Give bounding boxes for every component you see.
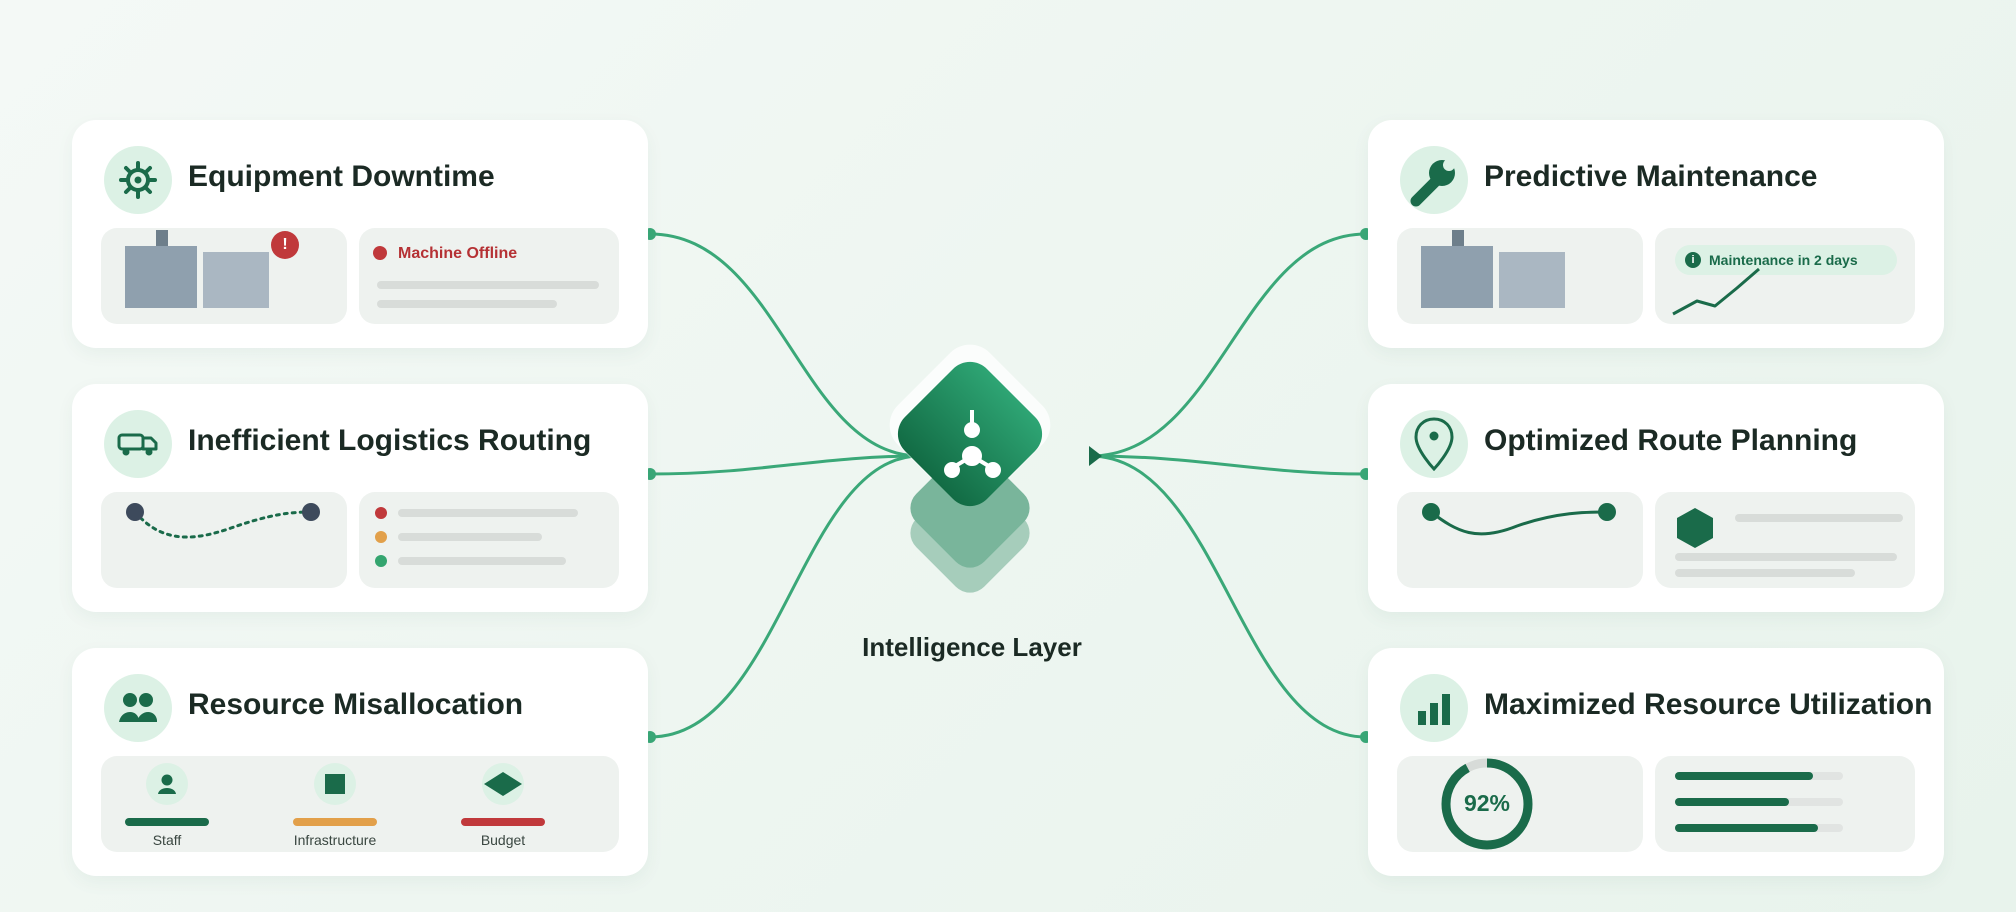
progress-bar xyxy=(1675,798,1843,806)
resource-label: Infrastructure xyxy=(293,832,377,848)
factory-building xyxy=(125,246,197,308)
progress-fill xyxy=(1675,798,1790,806)
card-title: Predictive Maintenance xyxy=(1484,160,1818,193)
status-list-panel xyxy=(359,492,619,588)
progress-fill xyxy=(1675,824,1818,832)
solution-card-route-planning[interactable]: Optimized Route Planning xyxy=(1368,384,1944,612)
factory-panel: ! xyxy=(101,228,347,324)
placeholder-line xyxy=(398,533,542,541)
person-icon xyxy=(146,763,188,805)
resource-bar-staff xyxy=(125,818,209,826)
link-route-planning xyxy=(1089,454,1367,476)
card-title: Maximized Resource Utilization xyxy=(1484,688,1933,721)
problem-card-resource-misallocation[interactable]: Resource Misallocation Staff Infrastruct… xyxy=(72,648,648,876)
network-icon xyxy=(944,410,1001,478)
status-dot-orange xyxy=(375,531,387,543)
progress-bar xyxy=(1675,824,1843,832)
placeholder-line xyxy=(1675,553,1897,561)
factory-building xyxy=(1499,252,1565,308)
resource-label: Budget xyxy=(480,832,526,848)
maintenance-badge: i Maintenance in 2 days xyxy=(1675,245,1897,275)
hub-label: Intelligence Layer xyxy=(862,632,1082,662)
status-dot-red xyxy=(375,507,387,519)
status-panel: Machine Offline xyxy=(359,228,619,324)
utilization-value: 92% xyxy=(1463,790,1511,816)
info-icon: i xyxy=(1685,252,1701,268)
status-dot-green xyxy=(375,555,387,567)
people-icon xyxy=(104,674,172,742)
progress-fill xyxy=(1675,772,1813,780)
alert-badge: ! xyxy=(271,231,299,259)
inefficient-route xyxy=(126,503,320,539)
trend-line xyxy=(1672,267,1760,316)
card-title: Equipment Downtime xyxy=(188,160,495,193)
utilization-panel: 92% xyxy=(1397,756,1643,852)
optimized-route xyxy=(1422,503,1616,536)
badge-text: Maintenance in 2 days xyxy=(1709,252,1858,268)
route-details-panel xyxy=(1655,492,1915,588)
placeholder-line xyxy=(1735,514,1903,522)
wrench-icon xyxy=(1400,146,1468,214)
placeholder-line xyxy=(398,509,578,517)
status-text: Machine Offline xyxy=(398,245,518,262)
status-dot xyxy=(373,246,387,260)
link-logistics-routing xyxy=(649,454,921,476)
resource-bar-budget xyxy=(461,818,545,826)
route-panel xyxy=(101,492,347,588)
factory-panel xyxy=(1397,228,1643,324)
factory-building xyxy=(1421,246,1493,308)
placeholder-line xyxy=(1675,569,1855,577)
card-title: Optimized Route Planning xyxy=(1484,424,1858,457)
factory-building xyxy=(203,252,269,308)
progress-bar xyxy=(1675,772,1843,780)
solution-card-predictive-maintenance[interactable]: Predictive Maintenance i Maintenance in … xyxy=(1368,120,1944,348)
resources-panel: Staff Infrastructure Budget xyxy=(101,756,619,852)
problem-card-logistics-routing[interactable]: Inefficient Logistics Routing xyxy=(72,384,648,612)
solution-card-resource-utilization[interactable]: Maximized Resource Utilization 92% xyxy=(1368,648,1944,876)
gear-icon xyxy=(104,146,172,214)
forecast-panel: i Maintenance in 2 days xyxy=(1655,228,1915,324)
link-predictive-maintenance xyxy=(1089,232,1367,458)
link-equipment-downtime xyxy=(649,232,921,458)
placeholder-line xyxy=(377,300,557,308)
bar-chart-icon xyxy=(1400,674,1468,742)
diamond-icon xyxy=(482,763,524,805)
intelligence-hub xyxy=(889,344,1051,593)
square-icon xyxy=(314,763,356,805)
truck-icon xyxy=(104,410,172,478)
resource-label: Staff xyxy=(152,832,182,848)
placeholder-line xyxy=(398,557,566,565)
utilization-bars-panel xyxy=(1655,756,1915,852)
resource-bar-infrastructure xyxy=(293,818,377,826)
card-title: Resource Misallocation xyxy=(188,688,524,721)
link-resource-utilization xyxy=(1089,454,1367,739)
problem-card-equipment-downtime[interactable]: Equipment Downtime ! Machine Offline xyxy=(72,120,648,348)
placeholder-line xyxy=(377,281,599,289)
utilization-donut xyxy=(1441,758,1533,850)
link-resource-misallocation xyxy=(649,454,921,739)
location-pin-icon xyxy=(1400,410,1468,478)
card-title: Inefficient Logistics Routing xyxy=(188,424,592,457)
hexagon-icon xyxy=(1677,508,1713,548)
route-panel xyxy=(1397,492,1643,588)
